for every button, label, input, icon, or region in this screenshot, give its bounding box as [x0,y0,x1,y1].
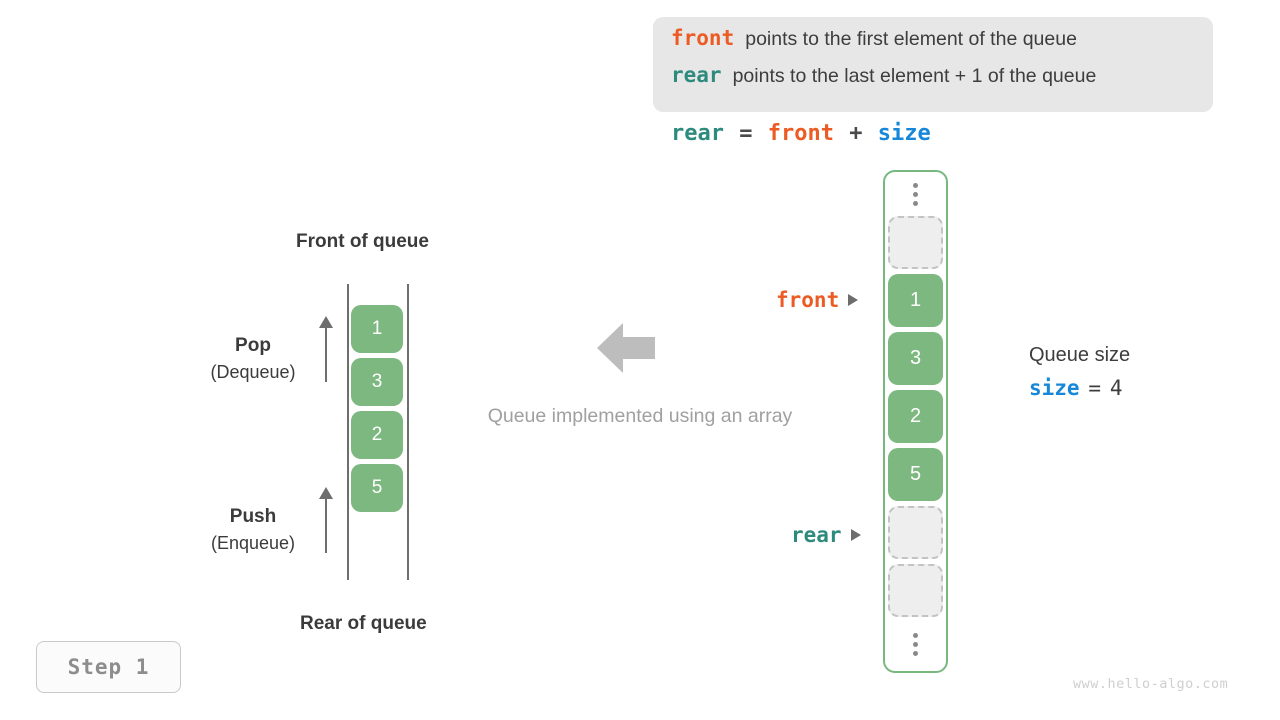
front-of-queue-label: Front of queue [296,231,429,252]
size-value: 4 [1109,376,1123,400]
info-line-front: front points to the first element of the… [671,26,1195,63]
left-arrow-icon [597,323,655,373]
info-line-rear: rear points to the last element + 1 of t… [671,63,1195,100]
array-slot-filled: 2 [888,390,943,443]
rear-pointer: rear [791,523,861,547]
formula-size: size [877,121,931,146]
front-description: points to the first element of the queue [745,28,1077,50]
array-slot-filled: 1 [888,274,943,327]
tube-cell: 5 [351,464,403,512]
push-arrow-up-icon [316,487,336,553]
tube-cell: 2 [351,411,403,459]
front-keyword: front [671,26,735,50]
queue-size-title: Queue size [1029,344,1131,366]
dequeue-label: (Dequeue) [210,362,296,382]
array-slot-filled: 3 [888,332,943,385]
array-slot-empty [888,564,943,617]
rear-description: points to the last element + 1 of the qu… [732,65,1097,87]
tube-line-left [347,284,349,580]
rear-of-queue-label: Rear of queue [300,613,427,634]
triangle-right-icon [848,294,859,306]
tube-cells: 1 3 2 5 [351,305,403,517]
step-badge: Step 1 [36,641,181,693]
watermark: www.hello-algo.com [1073,676,1229,692]
size-equals: = [1088,376,1102,400]
push-operation-label: Push (Enqueue) [193,506,313,554]
array-slot-filled: 5 [888,448,943,501]
front-pointer: front [776,288,859,312]
pop-arrow-up-icon [316,316,336,382]
tube-line-right [407,284,409,580]
array-slot-empty [888,506,943,559]
push-label: Push [229,506,277,527]
queue-size-expression: size = 4 [1029,376,1126,400]
diagram-caption: Queue implemented using an array [487,405,793,427]
tube-cell: 3 [351,358,403,406]
vertical-ellipsis-icon-bottom [888,622,943,666]
rear-keyword: rear [671,63,722,87]
size-variable: size [1029,376,1080,400]
pop-label: Pop [235,335,271,356]
formula-plus: + [849,121,863,146]
formula-front: front [767,121,834,146]
array-slot-empty [888,216,943,269]
info-panel: front points to the first element of the… [653,17,1213,112]
array-frame [883,170,948,673]
enqueue-label: (Enqueue) [210,533,296,553]
front-pointer-label: front [776,288,840,312]
tube-cell: 1 [351,305,403,353]
formula-equals: = [739,121,753,146]
formula-rear: rear [671,121,724,146]
vertical-ellipsis-icon-top [888,172,943,216]
rear-pointer-label: rear [791,523,842,547]
queue-size-note: Queue size size = 4 [1029,344,1130,401]
triangle-right-icon [850,529,861,541]
array-cells: 1 3 2 5 [888,172,943,666]
formula-rear-equals-front-plus-size: rear = front + size [671,121,933,146]
pop-operation-label: Pop (Dequeue) [193,335,313,383]
